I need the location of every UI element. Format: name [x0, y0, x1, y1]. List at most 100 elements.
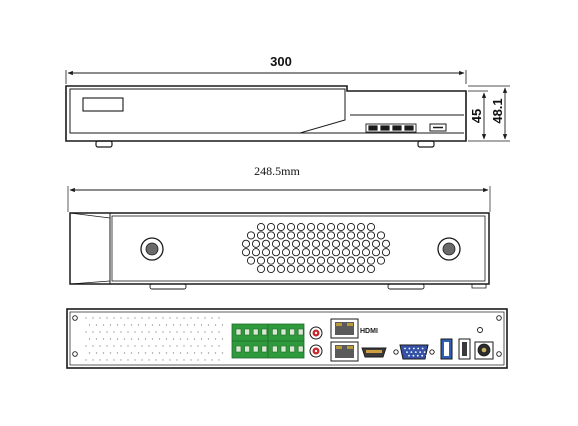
rear-vent-dot — [172, 352, 175, 354]
rear-vent-dot — [148, 359, 150, 361]
top-vent-grille — [241, 222, 391, 274]
rear-vent-dot — [162, 345, 164, 347]
top-screw-left — [140, 237, 164, 261]
top-front-bevel — [69, 212, 111, 285]
rear-vent-dot — [137, 338, 140, 340]
rear-vent-dot — [116, 352, 119, 354]
rear-vent-dot — [155, 317, 157, 319]
vent-hole — [356, 231, 366, 240]
rear-vent-dot — [193, 324, 196, 326]
rear-vent-dot — [141, 359, 143, 361]
rear-vent-dot — [169, 317, 171, 319]
rear-vent-dot — [144, 338, 147, 340]
terminal-screw — [289, 345, 295, 353]
rear-vent-dot — [204, 331, 206, 333]
rear-vent-dot — [158, 338, 161, 340]
vga-pin — [421, 347, 424, 350]
rear-vent-dot — [120, 345, 122, 347]
vga-pin — [419, 351, 422, 353]
front-face-panel — [69, 88, 346, 134]
rear-vent-dot — [155, 345, 157, 347]
rear-vent-dot — [200, 352, 203, 354]
rear-vent-dot — [211, 317, 213, 319]
rear-vent-dot — [137, 352, 140, 354]
vent-hole — [276, 222, 286, 232]
vent-hole — [316, 264, 326, 274]
rear-view: HDMI — [66, 308, 508, 369]
rear-vent-dot — [85, 359, 87, 361]
vent-hole — [381, 239, 391, 248]
rear-vent-dot — [113, 345, 115, 347]
terminal-screw — [297, 328, 304, 336]
vent-hole — [301, 248, 311, 257]
rear-vent-dot — [127, 331, 129, 333]
front-chassis — [65, 85, 467, 142]
top-view — [67, 186, 491, 290]
rear-vent-dot — [88, 338, 91, 340]
top-cover — [111, 215, 486, 282]
rear-vent-dot — [92, 345, 94, 347]
vent-hole — [316, 256, 326, 265]
rear-vent-dot — [183, 317, 185, 319]
front-led-3 — [392, 125, 402, 131]
vent-hole — [351, 248, 361, 257]
rear-vent-dot — [148, 345, 150, 347]
rear-vent-dot — [95, 352, 98, 354]
rear-vent-dot — [165, 324, 168, 326]
vent-hole — [306, 231, 316, 240]
front-view — [65, 70, 510, 148]
vent-hole — [366, 256, 376, 265]
top-chassis — [69, 212, 490, 285]
vent-hole — [306, 222, 316, 232]
rear-vent-dot — [92, 331, 94, 333]
rear-vent-dot — [193, 338, 196, 340]
rear-vent-dot — [172, 324, 175, 326]
height-outer-label: 48.1 — [490, 98, 505, 123]
front-usb-port — [429, 123, 447, 132]
front-led-1 — [368, 125, 378, 131]
rear-vent-dot — [204, 317, 206, 319]
vent-hole — [311, 239, 321, 248]
vent-hole — [256, 231, 266, 240]
terminal-screw — [235, 328, 242, 336]
rear-vent-dot — [130, 352, 133, 354]
vent-hole — [376, 231, 386, 240]
rear-vent-dot — [109, 324, 112, 326]
vent-hole — [301, 239, 311, 248]
rear-vent-dot — [190, 331, 192, 333]
vent-hole — [266, 264, 276, 274]
width-label: 300 — [270, 54, 292, 69]
rear-vent-dot — [179, 324, 182, 326]
rear-vent-dot — [120, 317, 122, 319]
vent-hole — [366, 231, 376, 240]
rear-vent-dot — [162, 359, 164, 361]
vent-hole — [361, 239, 371, 248]
vent-hole — [331, 239, 341, 248]
vent-hole — [261, 248, 271, 257]
vent-hole — [306, 256, 316, 265]
rear-vent-dot — [218, 317, 220, 319]
vent-hole — [296, 264, 306, 274]
front-led-4 — [404, 125, 414, 131]
rear-vent-dot — [155, 359, 157, 361]
rear-vent-dot — [141, 345, 143, 347]
rear-vent-dot — [85, 331, 87, 333]
rear-vent-dot — [211, 345, 213, 347]
rear-vent-dot — [221, 338, 224, 340]
vga-pin — [416, 354, 419, 357]
vent-hole — [326, 264, 336, 274]
vent-hole — [381, 248, 391, 257]
vent-hole — [336, 264, 346, 274]
vent-hole — [266, 222, 276, 232]
terminal-screw — [244, 345, 250, 353]
vent-hole — [271, 239, 281, 248]
rear-vent-dot — [169, 359, 171, 361]
rear-vent-dot — [137, 324, 140, 326]
rear-vent-dot — [130, 338, 133, 340]
vent-hole — [266, 256, 276, 265]
vent-hole — [346, 256, 356, 265]
terminal-screw — [261, 328, 268, 336]
rear-vent-dot — [151, 338, 154, 340]
vent-hole — [311, 248, 321, 257]
depth-label: 248.5mm — [254, 164, 300, 178]
